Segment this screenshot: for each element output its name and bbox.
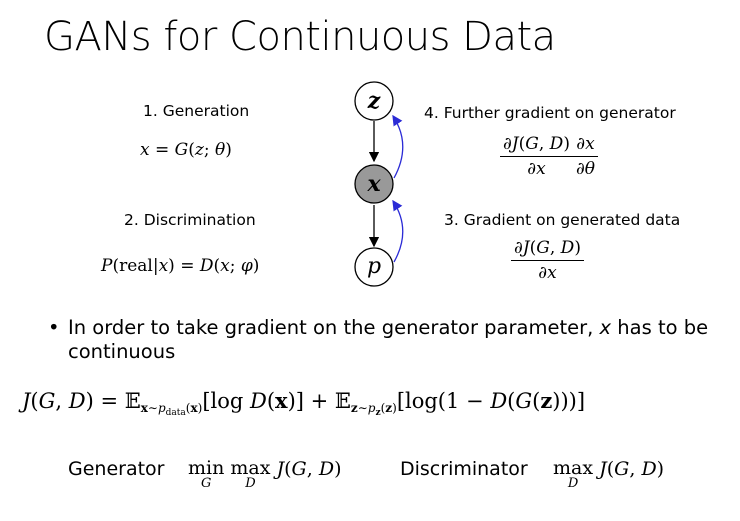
gradient-data-label: 3. Gradient on generated data (444, 211, 681, 229)
gradient-arrow-x-to-z (392, 114, 404, 179)
gradient-data-formula: ∂J(G, D)∂x (511, 238, 584, 283)
node-p (354, 247, 394, 287)
further-gradient-formula: ∂J(G, D)∂x∂x∂θ (500, 134, 598, 179)
generation-label: 1. Generation (143, 102, 250, 120)
node-z (354, 81, 394, 121)
discrimination-label: 2. Discrimination (124, 211, 256, 229)
node-x (354, 164, 394, 204)
gradient-arrow-p-to-x (392, 199, 404, 263)
generator-label: Generator (68, 458, 165, 480)
discriminator-label: Discriminator (400, 458, 528, 480)
discrimination-formula: P(real|x) = D(x; φ) (101, 256, 260, 276)
objective-formula: J(G, D) = 𝔼x∼pdata(x)[log D(x)] + 𝔼z∼pz(… (22, 388, 586, 418)
further-gradient-label: 4. Further gradient on generator (424, 104, 676, 122)
generation-formula: x = G(z; θ) (140, 140, 232, 160)
bullet-symbol: • (48, 316, 60, 339)
node-z-label: z (367, 88, 381, 114)
node-p-label: p (367, 254, 381, 279)
page-title: GANs for Continuous Data (44, 14, 556, 60)
node-x-label: x (366, 171, 381, 197)
bullet-text: In order to take gradient on the generat… (68, 316, 709, 363)
